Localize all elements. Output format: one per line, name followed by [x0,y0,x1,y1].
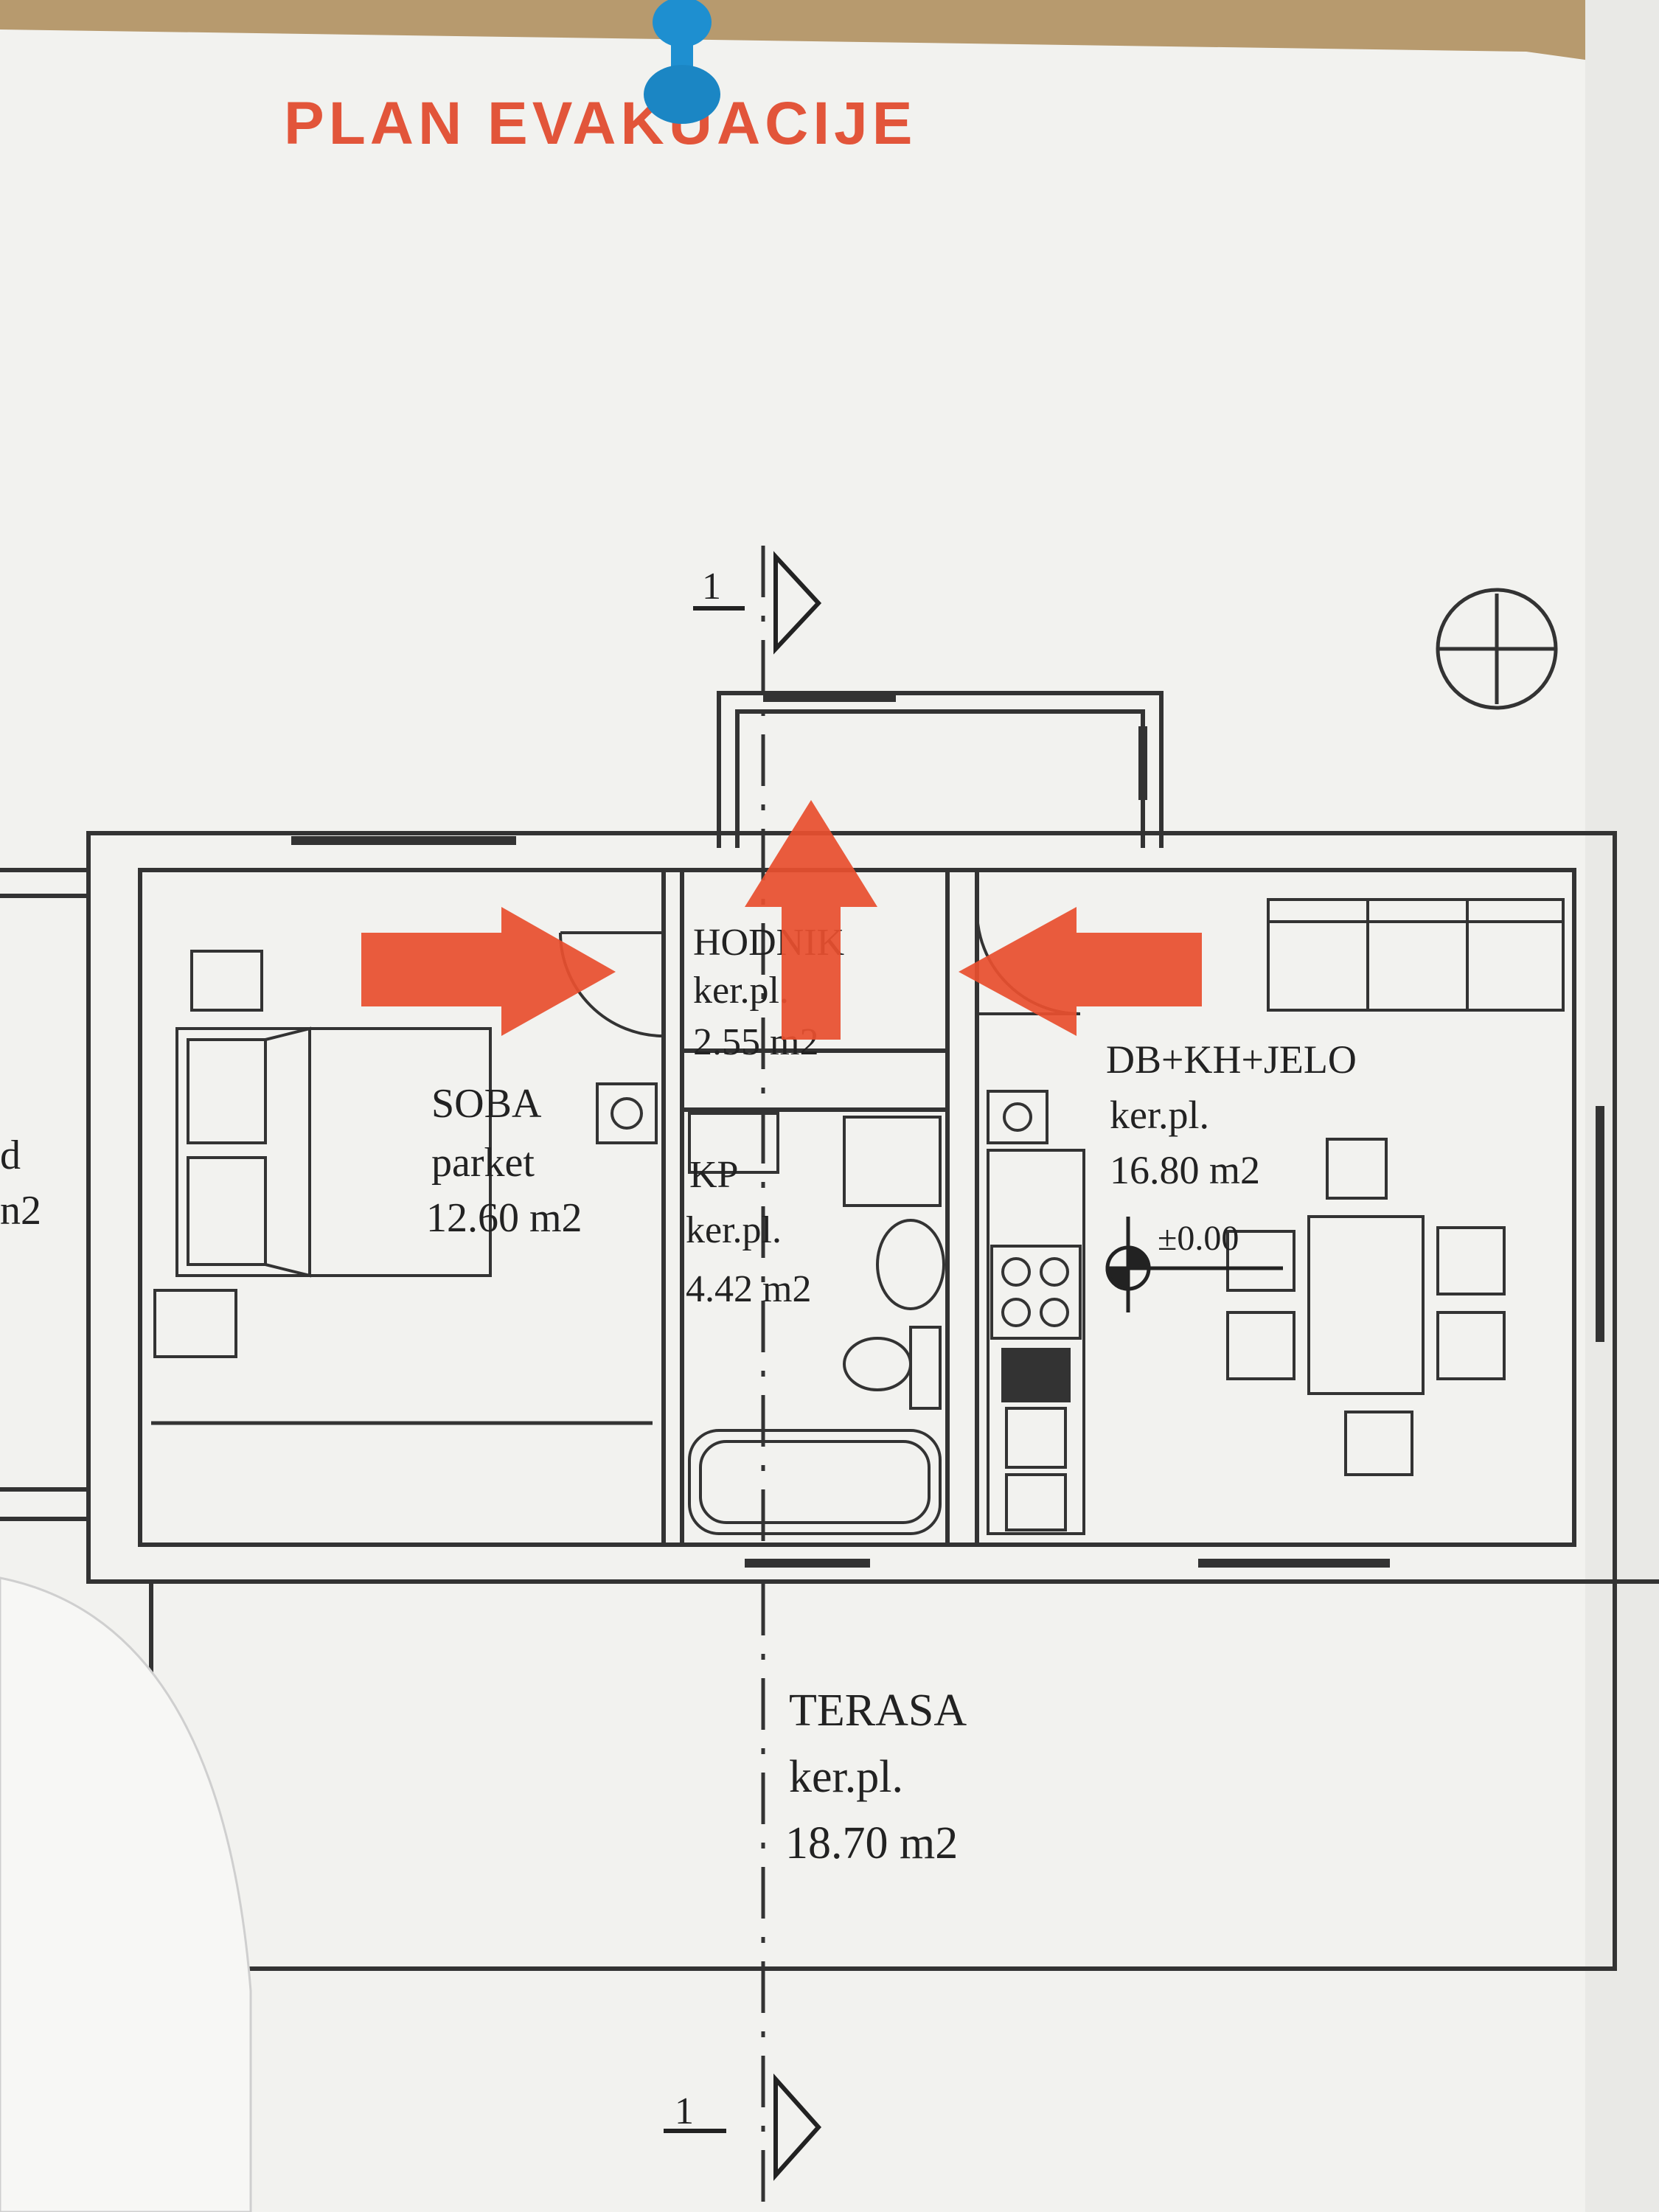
bed [175,1027,492,1277]
room-floor: parket [431,1140,535,1186]
living-kitchen-furniture [987,898,1565,1535]
chimney-shaft [987,1090,1048,1144]
room-floor: ker.pl. [686,1209,782,1251]
push-pin-icon [644,0,720,124]
chair [1344,1411,1413,1476]
room-soba: SOBA parket 12.60 m2 [426,1081,582,1241]
room-floor: ker.pl. [693,970,789,1012]
room-name: SOBA [431,1081,542,1127]
level-value: ±0.00 [1158,1219,1239,1258]
room-area: 4.42 m2 [686,1268,811,1310]
nightstand [153,1289,237,1358]
plan-title: PLAN EVAKUACIJE [284,90,917,157]
sink [876,1219,945,1310]
kitchen-counter [987,1149,1085,1535]
room-kp: KP ker.pl. 4.42 m2 [686,1154,811,1310]
level-marker-icon [1105,1217,1283,1312]
section-label-top: 1 [702,566,721,608]
room-name: DB+KH+JELO [1106,1037,1357,1082]
room-floor: ker.pl. [789,1752,903,1802]
room-area: 12.60 m2 [426,1195,582,1241]
bedroom-furniture [151,950,658,1425]
room-floor: ker.pl. [1110,1093,1209,1137]
chair [1436,1311,1506,1380]
toilet [843,1337,912,1391]
left-cut-label: d n2 [0,1133,41,1234]
washing-machine [843,1116,942,1207]
stove [990,1245,1082,1340]
room-name: TERASA [789,1686,967,1736]
chimney-shaft [596,1082,658,1144]
evacuation-arrow-icon [959,907,1202,1036]
evacuation-arrow-icon [361,907,616,1036]
bathtub [688,1429,942,1535]
dining-table [1307,1215,1425,1395]
room-name: KP [689,1154,738,1196]
chair [1326,1138,1388,1200]
left-cut-line1: d [0,1133,21,1178]
room-area: 18.70 m2 [785,1818,958,1868]
chair [1436,1226,1506,1295]
evacuation-arrows [361,800,1202,1040]
section-marker-icon [664,551,822,2181]
north-arrow-icon [1436,588,1558,710]
chair [1226,1311,1295,1380]
paper-sheet [0,29,1659,2212]
room-db-kh-jelo: DB+KH+JELO ker.pl. 16.80 m2 ±0.00 [1106,1037,1357,1258]
inner-wall [138,868,1576,1547]
bathroom-fixtures [688,1112,945,1535]
nightstand [190,950,263,1012]
sticker-overlay [0,1576,252,2212]
room-terasa: TERASA ker.pl. 18.70 m2 [785,1686,967,1868]
evacuation-arrow-icon [745,800,877,1040]
walls [0,691,1659,1971]
room-area: 16.80 m2 [1110,1148,1260,1192]
left-cut-line2: n2 [0,1188,41,1234]
oven [1001,1348,1071,1402]
sofa [1267,898,1565,1012]
section-label-bottom: 1 [675,2090,694,2132]
chair [1226,1230,1295,1292]
